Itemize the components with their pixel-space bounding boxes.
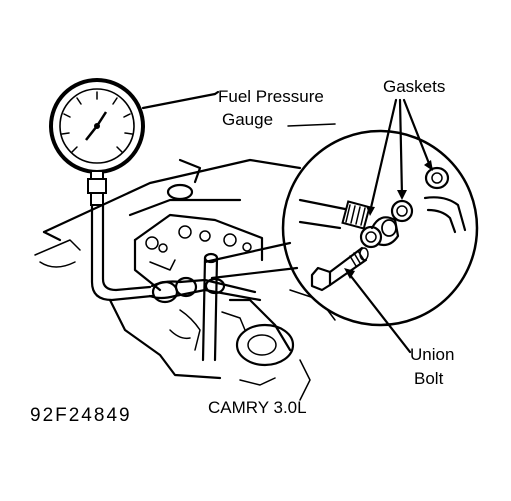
- label-gauge: Gauge: [222, 110, 273, 129]
- label-leaders: [141, 90, 433, 354]
- label-bolt: Bolt: [414, 369, 444, 388]
- label-union: Union: [410, 345, 454, 364]
- model-label: CAMRY 3.0L: [208, 398, 307, 417]
- gasket-2: [390, 199, 414, 223]
- union-bolt: [310, 246, 369, 292]
- label-gaskets: Gaskets: [383, 77, 445, 96]
- gasket-1: [359, 225, 383, 249]
- gasket-3: [424, 166, 450, 190]
- label-fuel-pressure: Fuel Pressure: [218, 87, 324, 106]
- union-body: [370, 216, 400, 247]
- union-fitting: [341, 200, 371, 230]
- gauge-hose: [90, 203, 154, 302]
- fuel-pressure-gauge: [49, 78, 145, 206]
- figure-code: 92F24849: [30, 405, 132, 426]
- engine-body: [34, 158, 336, 401]
- detail-magnified-view: [203, 129, 479, 327]
